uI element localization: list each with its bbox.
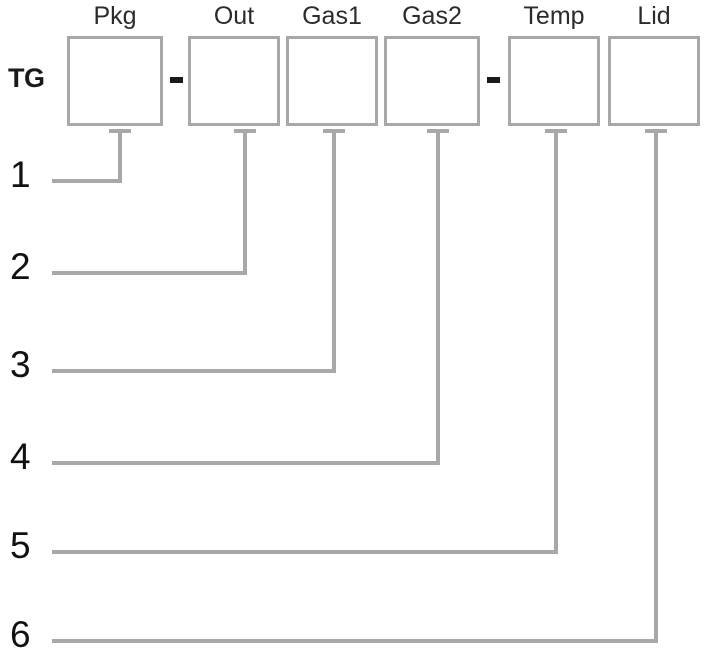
row-number-3: 3 <box>10 344 31 385</box>
tg-label: TG <box>8 63 45 93</box>
field-box-temp[interactable] <box>508 36 600 126</box>
field-box-pkg[interactable] <box>67 36 163 126</box>
field-label-lid: Lid <box>637 2 671 30</box>
field-box-out[interactable] <box>188 36 280 126</box>
field-label-pkg: Pkg <box>93 2 137 30</box>
sep-gas2-temp <box>487 77 500 83</box>
row-number-4: 4 <box>10 436 31 477</box>
row-number-6: 6 <box>10 614 31 655</box>
row-number-2: 2 <box>10 246 31 287</box>
field-label-gas2: Gas2 <box>402 2 462 30</box>
field-label-temp: Temp <box>523 2 585 30</box>
row-number-1: 1 <box>10 154 31 195</box>
field-box-gas2[interactable] <box>384 36 480 126</box>
field-box-gas1[interactable] <box>286 36 378 126</box>
sep-pkg-out <box>170 77 183 83</box>
row-number-5: 5 <box>10 525 31 566</box>
field-box-lid[interactable] <box>608 36 700 126</box>
field-label-out: Out <box>213 2 255 30</box>
field-label-gas1: Gas1 <box>302 2 362 30</box>
